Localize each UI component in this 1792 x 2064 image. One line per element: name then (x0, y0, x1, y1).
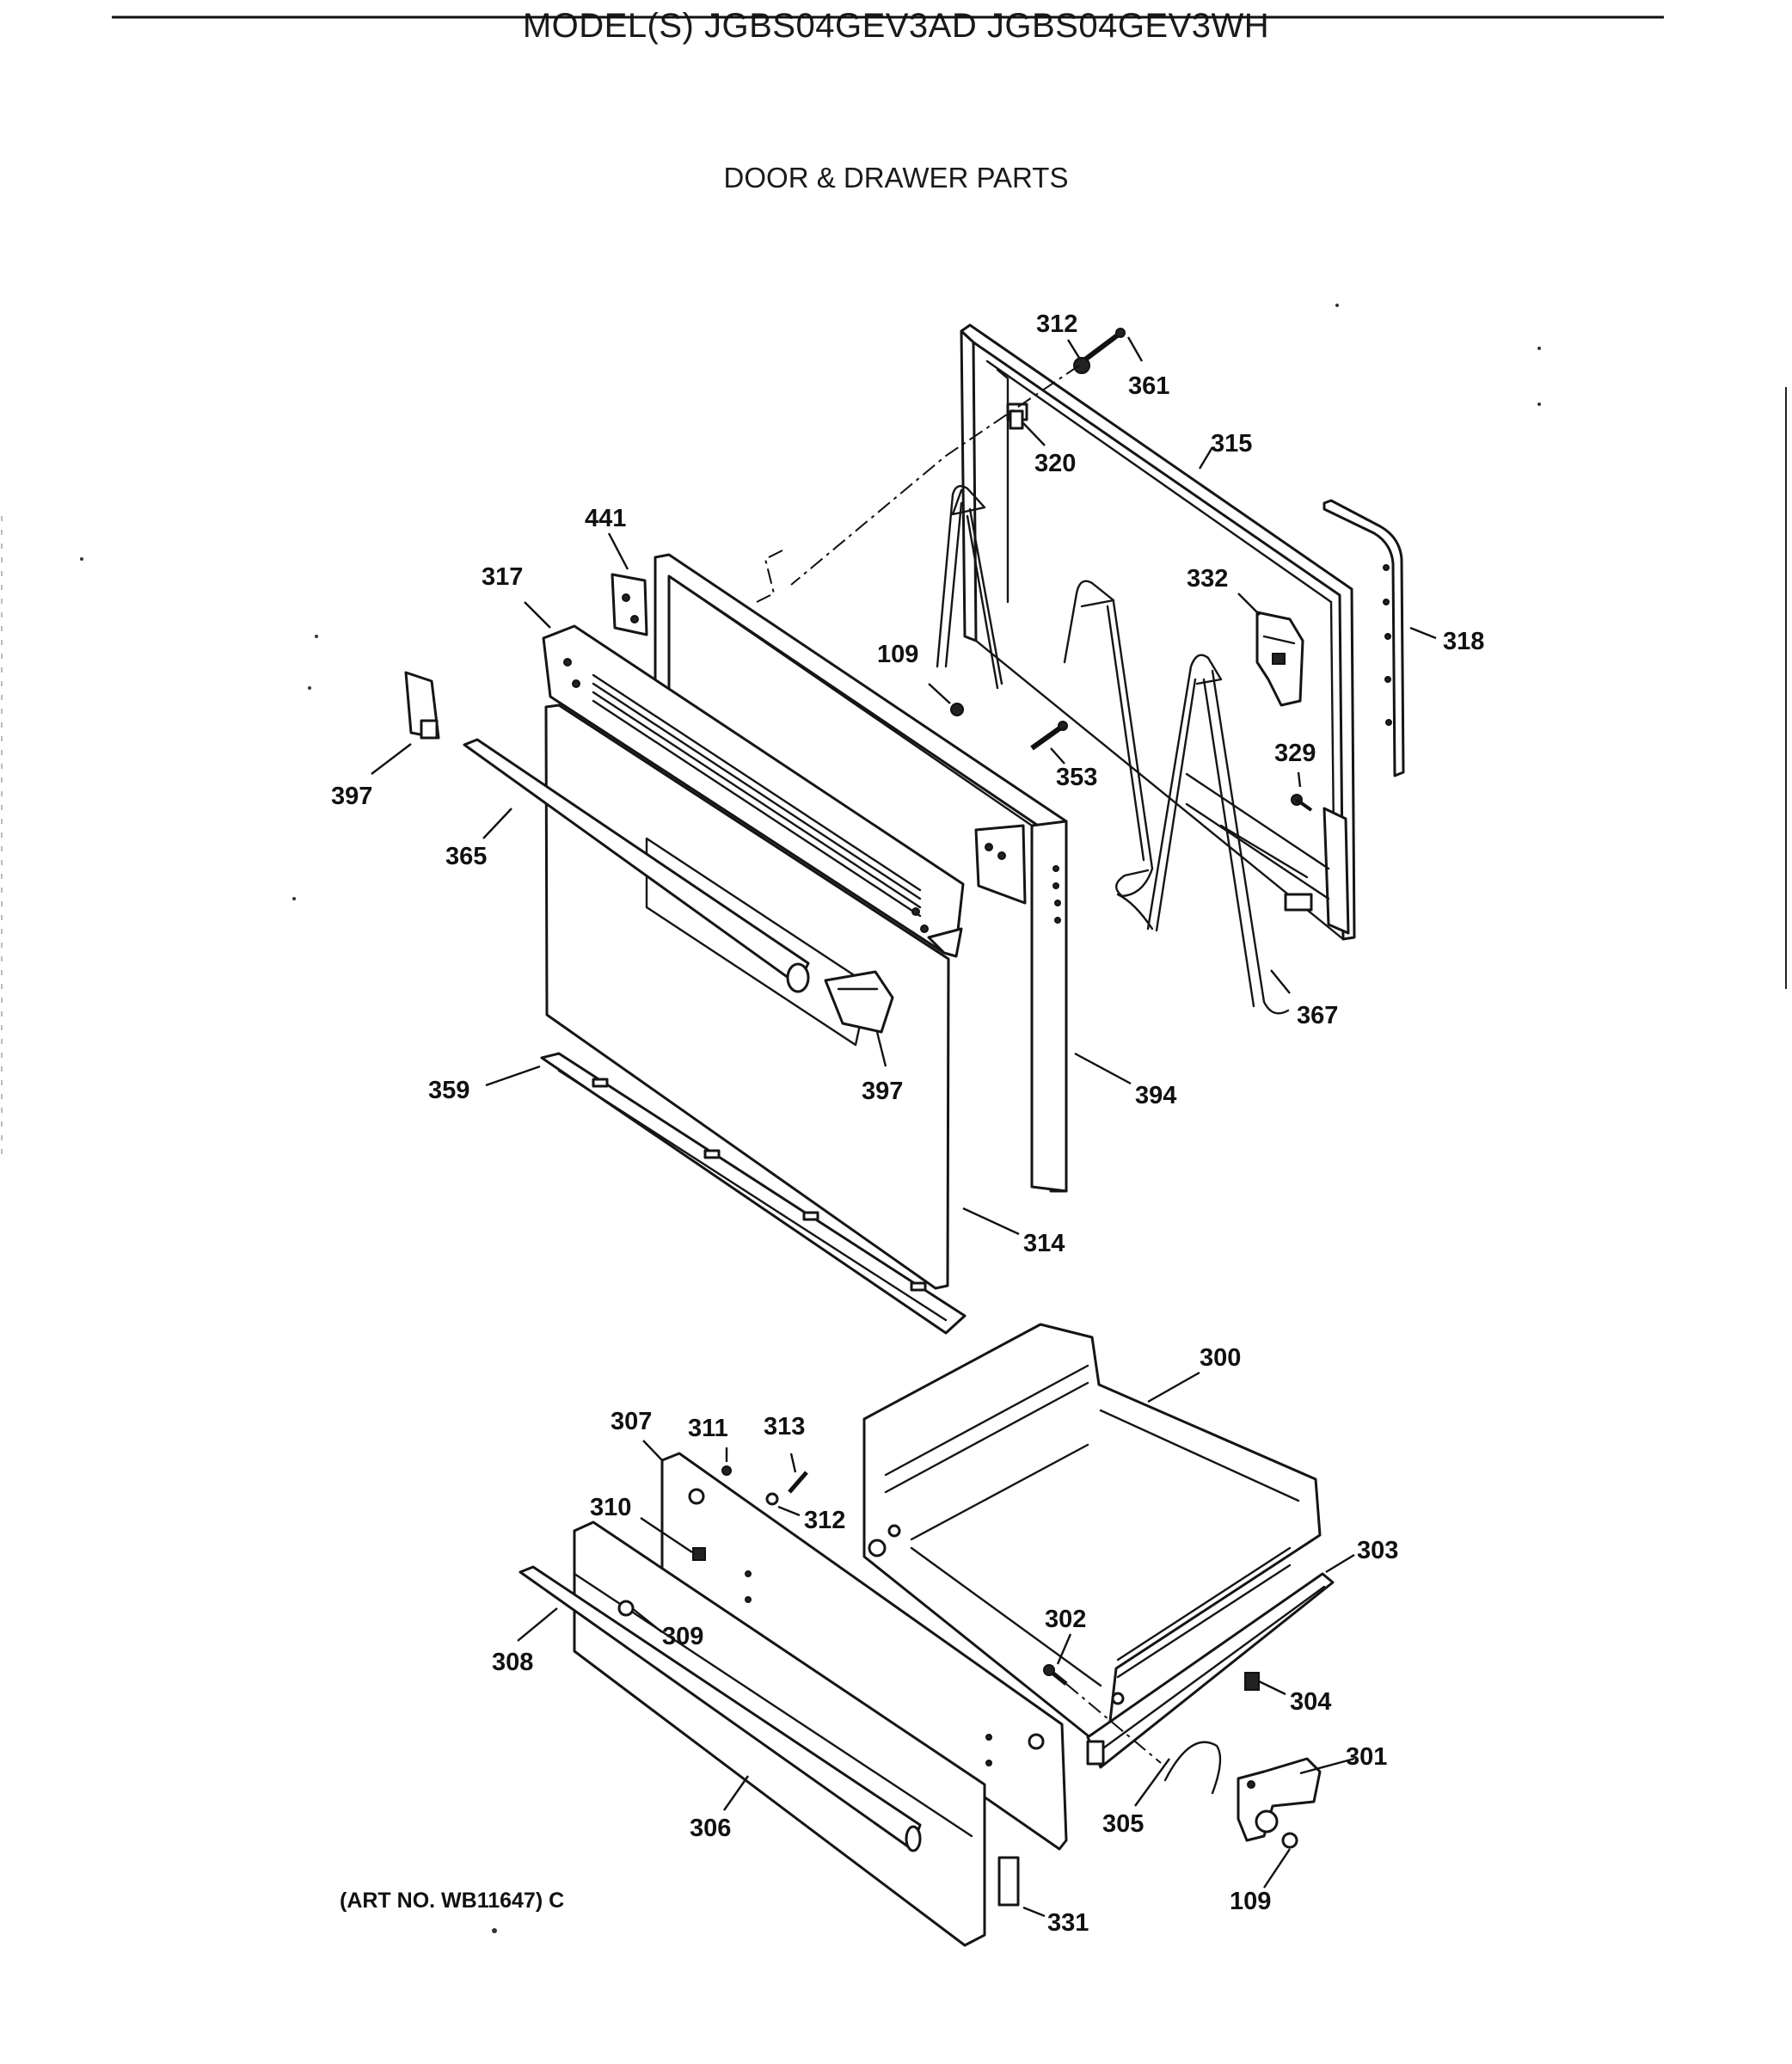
callout-361: 361 (1128, 372, 1169, 400)
callout-331: 331 (1047, 1909, 1089, 1937)
drawer-bracket-331 (997, 1856, 1020, 1907)
screw-313 (788, 1471, 808, 1494)
callout-314: 314 (1023, 1230, 1065, 1257)
door-bracket-332 (1255, 611, 1304, 707)
callout-441: 441 (585, 505, 626, 532)
callout-317: 317 (482, 563, 523, 591)
door-bottom-trim-359 (540, 1052, 967, 1335)
callout-109-bottom: 109 (1230, 1888, 1271, 1915)
door-spring-367 (936, 485, 1003, 690)
drawer-inner-panel-307 (660, 1452, 1068, 1851)
screw-353 (1030, 721, 1068, 751)
callout-109-top: 109 (877, 641, 918, 668)
drawer-handle-308 (519, 1565, 922, 1852)
door-handle-365 (463, 738, 810, 993)
callout-labels: 312 361 315 320 441 317 332 318 109 329 … (331, 310, 1484, 1937)
callout-312-top: 312 (1036, 310, 1077, 338)
callout-315: 315 (1211, 430, 1252, 458)
door-hinge-right (1185, 772, 1350, 935)
callout-303: 303 (1357, 1537, 1398, 1564)
nut-109-top (950, 703, 964, 716)
roller-304 (1244, 1672, 1260, 1691)
washer-312-top (1073, 357, 1090, 374)
washer-312-bottom (765, 1492, 779, 1506)
drawer-rail-303 (1086, 1572, 1335, 1769)
door-gasket (1323, 499, 1405, 777)
callout-367: 367 (1297, 1002, 1338, 1029)
callout-359: 359 (428, 1077, 469, 1104)
scan-specks (80, 304, 1541, 1933)
callout-311: 311 (688, 1415, 728, 1442)
callout-306: 306 (690, 1815, 731, 1842)
callout-329: 329 (1274, 740, 1316, 767)
drawer-bracket-301 (1237, 1757, 1322, 1842)
callout-305: 305 (1102, 1810, 1144, 1838)
door-frame-394 (654, 553, 1068, 1193)
assembly-line-drawer (1065, 1683, 1162, 1764)
callout-353: 353 (1056, 764, 1097, 791)
callout-394: 394 (1135, 1082, 1176, 1109)
callout-397-left: 397 (331, 783, 372, 810)
clip-310 (692, 1547, 706, 1561)
nut-311 (721, 1465, 732, 1476)
callout-332: 332 (1187, 565, 1228, 593)
drawer-body-300 (862, 1323, 1322, 1741)
callout-301: 301 (1346, 1743, 1387, 1771)
assembly-line-upper (790, 365, 1080, 586)
door-top-trim-317 (542, 624, 965, 958)
callout-307: 307 (611, 1408, 652, 1435)
screw-329 (1291, 794, 1313, 812)
leader-lines (371, 336, 1437, 1918)
wire-retainer-305 (1163, 1741, 1222, 1795)
callout-302: 302 (1045, 1606, 1086, 1633)
handle-end-cap-397-right (824, 970, 894, 1034)
hinge-plate-441 (611, 573, 648, 636)
callout-310: 310 (590, 1494, 631, 1521)
callout-309: 309 (662, 1623, 703, 1650)
door-spring-367b (1116, 654, 1290, 1015)
door-spring-353 (1063, 580, 1154, 898)
callout-365: 365 (445, 843, 487, 870)
screw-309 (617, 1600, 635, 1617)
door-inner-panel (960, 323, 1356, 941)
section-title: DOOR & DRAWER PARTS (723, 162, 1069, 194)
callout-318: 318 (1443, 628, 1484, 655)
model-title: MODEL(S) JGBS04GEV3AD JGBS04GEV3WH (522, 7, 1270, 45)
callout-397-handle: 397 (862, 1078, 903, 1105)
callout-304: 304 (1290, 1688, 1331, 1716)
assembly-line-break (756, 550, 783, 603)
handle-end-cap-397-left (404, 671, 440, 740)
callout-312-bottom: 312 (804, 1507, 845, 1534)
callout-308: 308 (492, 1649, 533, 1676)
callout-320: 320 (1034, 450, 1076, 477)
screw-302 (1043, 1664, 1068, 1686)
art-number: (ART NO. WB11647) C (340, 1889, 564, 1913)
door-glass-panel-314 (544, 703, 950, 1290)
callout-313: 313 (764, 1413, 805, 1440)
nut-109-bottom (1281, 1832, 1298, 1849)
screw-361 (1083, 328, 1126, 362)
clip-320 (1009, 409, 1024, 430)
callout-300: 300 (1200, 1344, 1241, 1372)
